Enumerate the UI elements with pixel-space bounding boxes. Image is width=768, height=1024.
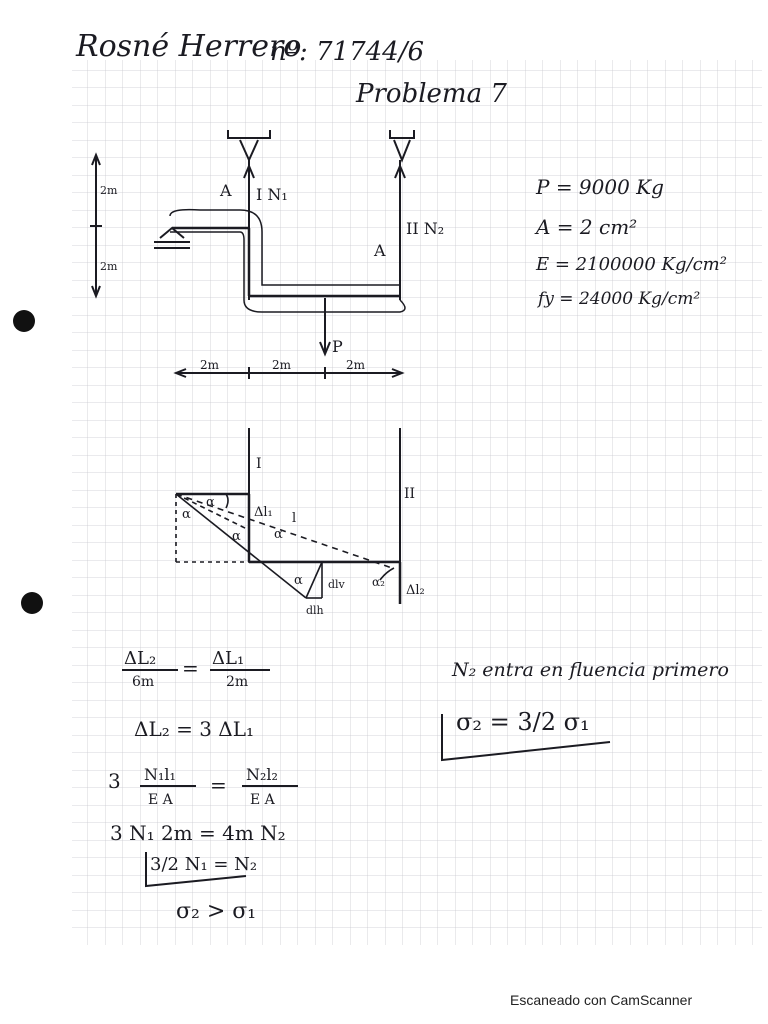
punch-hole-top (13, 310, 35, 332)
given-p: P = 9000 Kg (535, 175, 664, 199)
dim-vertical-top: 2m (100, 184, 118, 197)
eq1-rhs-num: ΔL₁ (212, 648, 244, 669)
result-box-1 (145, 852, 247, 888)
eq1-rhs-den: 2m (226, 674, 248, 690)
result-box-2 (441, 714, 611, 762)
eq3-rhs-den: E A (250, 792, 276, 808)
alpha-label-4: α (274, 527, 283, 542)
force-n1-label: I N₁ (256, 185, 288, 204)
structure-diagram (90, 130, 415, 379)
equation-ratio: ΔL₂ 6m = ΔL₁ 2m (122, 648, 270, 690)
dlh-label: dlh (306, 604, 324, 617)
eq3-lhs-num: N₁l₁ (144, 765, 176, 784)
given-fy: fy = 24000 Kg/cm² (536, 289, 700, 309)
punch-hole-bottom (21, 592, 43, 614)
svg-text:=: = (210, 773, 227, 797)
problem-title: Problema 7 (355, 79, 507, 109)
bar-a-right-label: A (373, 241, 386, 260)
alpha-label-5: α (294, 573, 303, 588)
bar-i-label: I (256, 456, 262, 472)
delta-l1-label: Δl₁ (254, 505, 273, 520)
l-label: l (292, 511, 296, 526)
bar-a-left-label: A (219, 181, 232, 200)
author-name: Rosné Herrero (75, 29, 301, 64)
deformation-diagram (175, 428, 402, 604)
alpha-label-2: α (182, 507, 191, 522)
eq2: ΔL₂ = 3 ΔL₁ (134, 717, 254, 741)
bar-ii-label: II (404, 486, 415, 502)
equation-hooke: 3 N₁l₁ E A = N₂l₂ E A (108, 765, 298, 808)
scanner-watermark: Escaneado con CamScanner (510, 992, 693, 1008)
alpha2-label: α₂ (372, 575, 385, 589)
eq4: 3 N₁ 2m = 4m N₂ (110, 821, 286, 845)
given-e: E = 2100000 Kg/cm² (535, 254, 727, 275)
eq1-lhs-num: ΔL₂ (124, 648, 156, 669)
delta-l2-label: Δl₂ (406, 583, 425, 598)
conclusion-note: N₂ entra en fluencia primero (451, 659, 729, 681)
alpha-label-3: α (232, 529, 241, 544)
load-p-label: P (332, 337, 343, 356)
dim-horizontal-2: 2m (272, 358, 292, 372)
eq3-coef: 3 (108, 769, 121, 793)
result-equation: σ₂ = 3/2 σ₁ (456, 708, 590, 736)
dlv-label: dlv (328, 578, 346, 591)
eq5: 3/2 N₁ = N₂ (150, 854, 257, 875)
force-n2-label: II N₂ (406, 219, 444, 238)
eq1-lhs-den: 6m (132, 674, 154, 690)
dim-horizontal-1: 2m (200, 358, 220, 372)
eq3-rhs-num: N₂l₂ (246, 765, 278, 784)
given-a: A = 2 cm² (534, 215, 637, 239)
eq6: σ₂ > σ₁ (176, 899, 256, 924)
dim-horizontal-3: 2m (346, 358, 366, 372)
alpha-label-1: α (206, 495, 215, 510)
student-number: nº: 71744/6 (270, 37, 424, 67)
dim-vertical-bottom: 2m (100, 260, 118, 273)
eq3-lhs-den: E A (148, 792, 174, 808)
svg-text:=: = (182, 656, 199, 680)
